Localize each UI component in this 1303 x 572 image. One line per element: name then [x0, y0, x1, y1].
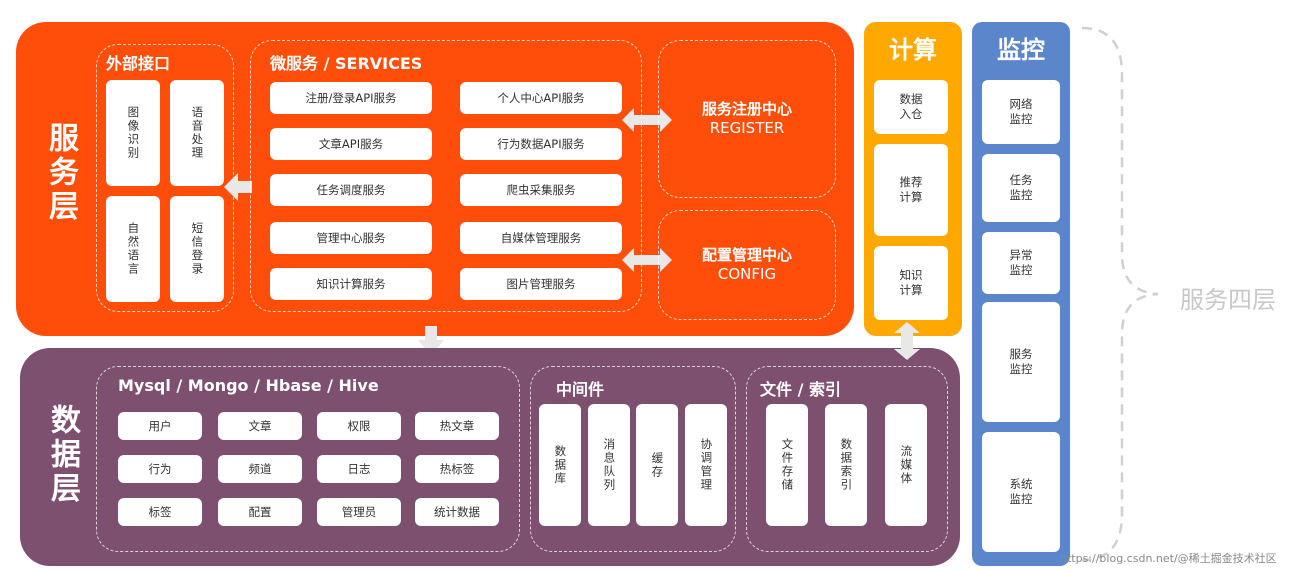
data-layer-title: 数据层 — [45, 404, 80, 506]
down-arrow-icon — [418, 326, 444, 356]
service-item: 任务调度服务 — [270, 174, 432, 206]
monitor-item: 异常监控 — [982, 232, 1060, 294]
double-arrow-icon — [622, 248, 672, 272]
file-index-item: 数据索引 — [825, 404, 867, 526]
external-item: 自然语言 — [106, 196, 160, 302]
file-index-title: 文件 / 索引 — [760, 380, 841, 399]
data-item: 配置 — [218, 498, 302, 526]
watermark: https://blog.csdn.net/@稀土掘金技术社区 — [1060, 552, 1277, 565]
service-item: 个人中心API服务 — [460, 82, 622, 114]
data-item: 权限 — [317, 412, 401, 440]
middleware-group — [530, 366, 736, 552]
register-center-group: 服务注册中心 REGISTER — [658, 40, 836, 198]
service-item: 注册/登录API服务 — [270, 82, 432, 114]
data-item: 用户 — [118, 412, 202, 440]
service-item: 图片管理服务 — [460, 268, 622, 300]
monitor-item: 服务监控 — [982, 302, 1060, 422]
microservices-group — [250, 40, 642, 312]
service-item: 知识计算服务 — [270, 268, 432, 300]
database-group — [96, 366, 520, 552]
data-item: 频道 — [218, 455, 302, 483]
data-item: 热文章 — [415, 412, 499, 440]
data-item: 行为 — [118, 455, 202, 483]
file-index-item: 文件存储 — [766, 404, 808, 526]
monitor-item: 任务监控 — [982, 154, 1060, 222]
service-item: 文章API服务 — [270, 128, 432, 160]
register-center-sublabel: REGISTER — [709, 119, 785, 137]
external-item: 短信登录 — [170, 196, 224, 302]
middleware-item: 缓存 — [636, 404, 678, 526]
service-layer-title: 服务层 — [43, 122, 78, 224]
data-item: 文章 — [218, 412, 302, 440]
register-center-label: 服务注册中心 — [701, 100, 792, 119]
service-item: 管理中心服务 — [270, 222, 432, 254]
service-item: 行为数据API服务 — [460, 128, 622, 160]
database-group-title: Mysql / Mongo / Hbase / Hive — [118, 376, 379, 395]
data-item: 日志 — [317, 455, 401, 483]
external-item: 语音处理 — [170, 80, 224, 186]
service-item: 自媒体管理服务 — [460, 222, 622, 254]
service-item: 爬虫采集服务 — [460, 174, 622, 206]
data-item: 标签 — [118, 498, 202, 526]
config-center-label: 配置管理中心 — [701, 246, 792, 265]
file-index-group — [746, 366, 948, 552]
middleware-item: 协调管理 — [685, 404, 727, 526]
data-item: 统计数据 — [415, 498, 499, 526]
compute-title: 计算 — [889, 36, 937, 64]
config-center-group: 配置管理中心 CONFIG — [658, 210, 836, 320]
microservices-title: 微服务 / SERVICES — [270, 54, 423, 73]
middleware-title: 中间件 — [556, 380, 605, 399]
brace-icon — [1081, 26, 1159, 562]
compute-item: 知识计算 — [874, 246, 948, 320]
vertical-double-arrow-icon — [894, 322, 920, 360]
monitor-item: 网络监控 — [982, 80, 1060, 144]
data-item: 热标签 — [415, 455, 499, 483]
brace-label: 服务四层 — [1180, 286, 1276, 314]
compute-item: 数据入仓 — [874, 80, 948, 134]
double-arrow-icon — [622, 108, 672, 132]
file-index-item: 流媒体 — [885, 404, 927, 526]
left-arrow-icon — [224, 173, 252, 201]
external-item: 图像识别 — [106, 80, 160, 186]
data-item: 管理员 — [317, 498, 401, 526]
monitor-item: 系统监控 — [982, 432, 1060, 552]
monitor-title: 监控 — [997, 36, 1045, 64]
external-interface-title: 外部接口 — [106, 54, 171, 73]
config-center-sublabel: CONFIG — [717, 265, 777, 283]
compute-item: 推荐计算 — [874, 144, 948, 236]
middleware-item: 消息队列 — [588, 404, 630, 526]
middleware-item: 数据库 — [539, 404, 581, 526]
